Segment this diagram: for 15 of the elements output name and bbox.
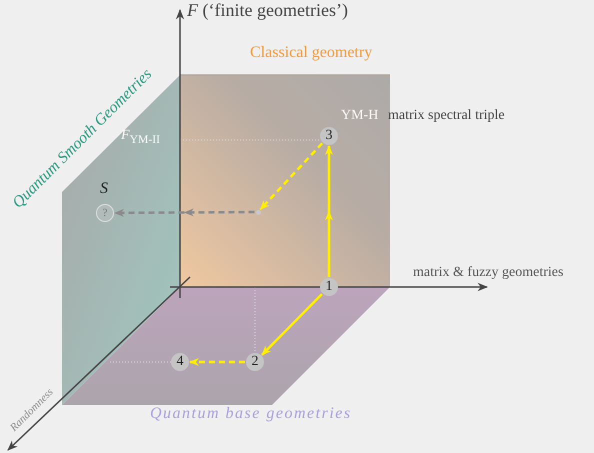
point-label: S [100, 180, 108, 198]
tick-label: F$_{YM-II}$ [121, 128, 160, 146]
axis-label: F (‘finite geometries’) [187, 0, 348, 21]
axis-label: matrix & fuzzy geometries [413, 265, 564, 281]
point-marker [256, 210, 260, 214]
point-label: YM-H [341, 108, 378, 124]
arrow [114, 208, 254, 217]
arrow [259, 142, 324, 210]
region-label: Quantum base geometries [150, 405, 352, 423]
region-label: Classical geometry [250, 44, 372, 62]
arrow [189, 358, 245, 366]
point-label: matrix spectral triple [388, 108, 505, 124]
unknown-circle: ? [96, 204, 114, 222]
arrow [325, 145, 333, 277]
arrow [261, 293, 323, 356]
